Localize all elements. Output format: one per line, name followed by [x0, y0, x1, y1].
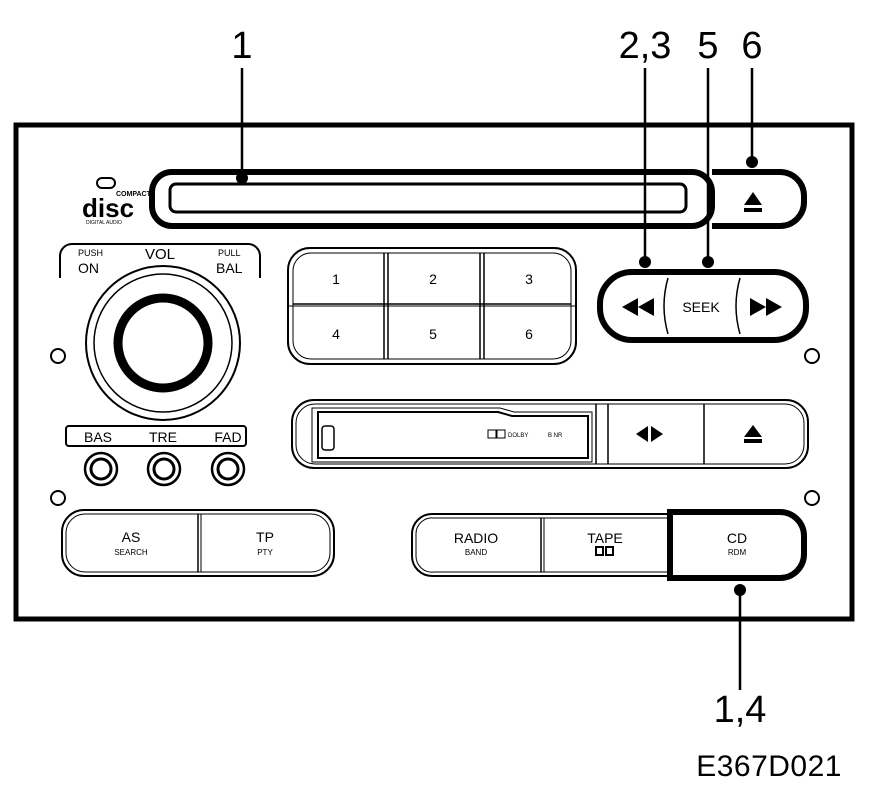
band-label: BAND: [465, 548, 487, 557]
preset-4-button[interactable]: 4: [332, 326, 340, 342]
tape-button[interactable]: TAPE: [587, 530, 623, 556]
tape-label: TAPE: [587, 530, 623, 546]
pty-label: PTY: [257, 548, 273, 557]
rewind-icon[interactable]: [622, 298, 654, 316]
seek-control[interactable]: [597, 269, 809, 343]
cd-label: CD: [727, 530, 747, 546]
tone-controls: [65, 425, 247, 447]
cd-eject-button[interactable]: [712, 169, 807, 229]
preset-buttons: [287, 247, 577, 365]
callout-1: 1: [231, 25, 252, 67]
figure-reference: E367D021: [696, 750, 842, 783]
rdm-label: RDM: [728, 548, 747, 557]
radio-band-button[interactable]: RADIO BAND: [454, 530, 498, 557]
preset-1-button[interactable]: 1: [332, 271, 340, 287]
search-label: SEARCH: [114, 548, 148, 557]
bas-label: BAS: [84, 429, 112, 445]
fast-forward-icon[interactable]: [750, 298, 782, 316]
tp-pty-button[interactable]: TP PTY: [256, 529, 274, 557]
preset-5-button[interactable]: 5: [429, 326, 437, 342]
preset-3-button[interactable]: 3: [525, 271, 533, 287]
push-label: PUSH: [78, 248, 103, 258]
cd-rdm-button[interactable]: CD RDM: [667, 509, 807, 581]
preset-2-button[interactable]: 2: [429, 271, 437, 287]
radio-label: RADIO: [454, 530, 498, 546]
dolby-icon: DOLBY B NR: [487, 429, 563, 439]
svg-text:COMPACT: COMPACT: [116, 191, 152, 198]
radio-panel: [13, 122, 855, 622]
tp-label: TP: [256, 529, 274, 545]
tape-slot[interactable]: DOLBY B NR: [311, 407, 593, 463]
svg-text:DOLBY: DOLBY: [508, 433, 528, 439]
tape-direction-button[interactable]: [636, 426, 663, 442]
callout-6: 6: [741, 25, 762, 67]
vol-label: VOL: [145, 246, 175, 263]
svg-text:disc: disc: [82, 193, 134, 223]
pull-label: PULL: [218, 248, 241, 258]
callout-1-4: 1,4: [714, 689, 767, 731]
svg-text:DIGITAL AUDIO: DIGITAL AUDIO: [86, 220, 122, 226]
source-buttons: [411, 513, 672, 577]
seek-label: SEEK: [682, 299, 720, 315]
tre-knob[interactable]: [146, 451, 182, 487]
on-label: ON: [78, 260, 99, 276]
bas-knob[interactable]: [83, 451, 119, 487]
cd-slot[interactable]: [149, 169, 715, 229]
fad-label: FAD: [214, 429, 241, 445]
tre-label: TRE: [149, 429, 177, 445]
svg-text:B NR: B NR: [548, 433, 563, 439]
volume-knob[interactable]: PUSH ON VOL PULL BAL: [59, 243, 261, 421]
bal-label: BAL: [216, 260, 243, 276]
fad-knob[interactable]: [210, 451, 246, 487]
tape-deck: [291, 399, 809, 469]
preset-6-button[interactable]: 6: [525, 326, 533, 342]
tape-eject-button[interactable]: [744, 425, 762, 443]
callout-2-3: 2,3: [619, 25, 672, 67]
compact-disc-logo: COMPACT disc DIGITAL AUDIO: [82, 177, 152, 226]
mounting-holes: [50, 348, 820, 506]
eject-icon: [744, 192, 762, 212]
as-search-button[interactable]: AS SEARCH: [114, 529, 148, 557]
callout-5: 5: [697, 25, 718, 67]
as-tp-buttons: [61, 509, 335, 577]
leader-lines: [240, 68, 754, 690]
as-label: AS: [122, 529, 141, 545]
